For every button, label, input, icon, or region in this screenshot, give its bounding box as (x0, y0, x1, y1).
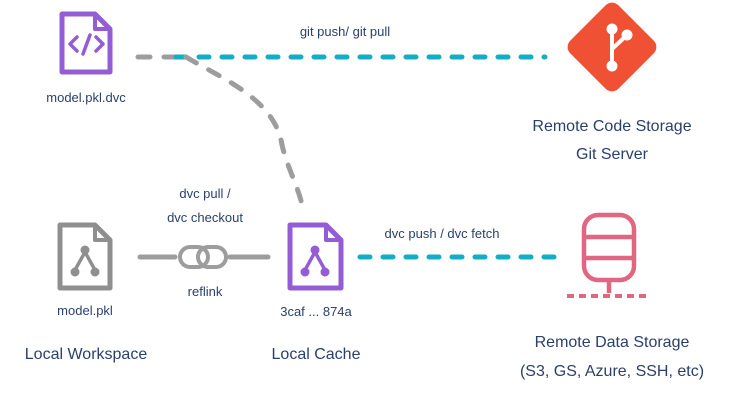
workspace-file-label: model.pkl (57, 303, 113, 318)
model-file-icon (57, 222, 113, 291)
chain-link-icon (178, 245, 228, 269)
git-server-subtitle: Git Server (575, 146, 649, 163)
code-file-icon (59, 11, 113, 75)
git-server-title: Remote Code Storage (532, 118, 692, 135)
cache-file-label: 3caf ... 874a (280, 304, 352, 319)
git-logo-icon (567, 2, 657, 92)
local-cache-title: Local Cache (271, 346, 361, 363)
model-file-icon (287, 222, 344, 291)
data-storage-subtitle: (S3, GS, Azure, SSH, etc) (519, 363, 705, 380)
local-workspace-title: Local Workspace (24, 346, 148, 363)
checkout-edge-label-line2: dvc checkout (167, 210, 243, 225)
checkout-edge-label-line1: dvc pull / (179, 186, 231, 201)
git-edge-label: git push/ git pull (299, 24, 391, 39)
database-icon (567, 212, 651, 298)
dvc-file-to-cache-connector (183, 54, 306, 213)
reflink-label: reflink (187, 284, 223, 299)
data-edge-label: dvc push / dvc fetch (384, 226, 500, 241)
data-storage-title: Remote Data Storage (534, 334, 690, 351)
dvc-file-label: model.pkl.dvc (46, 90, 126, 105)
